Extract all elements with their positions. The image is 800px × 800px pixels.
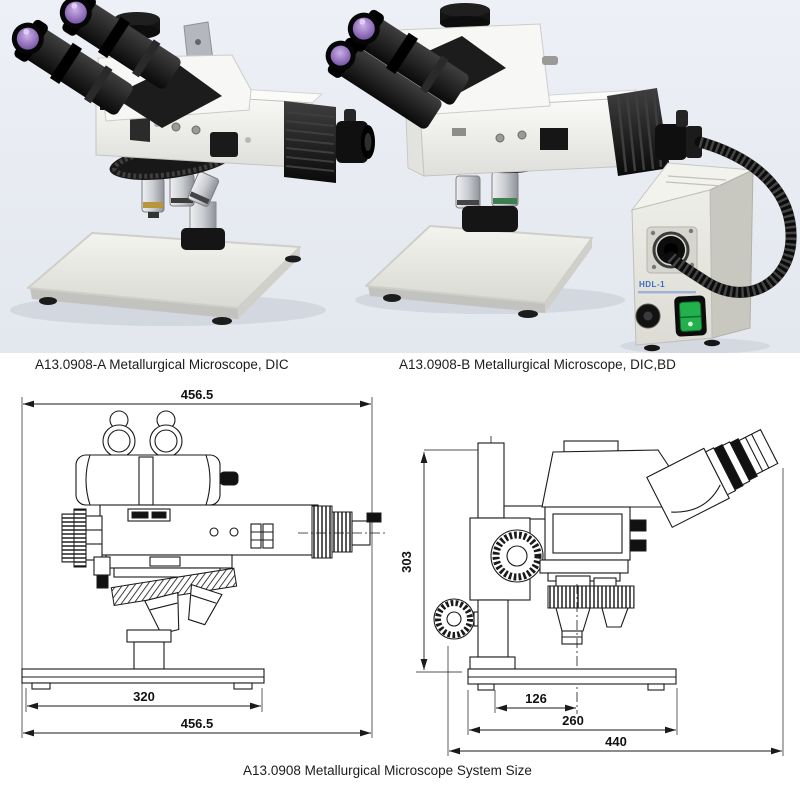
carry-handle — [563, 440, 619, 453]
base-plate — [27, 232, 301, 325]
microscope-b-photo — [325, 3, 702, 318]
svg-text:126: 126 — [525, 691, 547, 706]
front-view-drawing: 456.5 320 456.5 — [21, 387, 386, 738]
photo-port-cap — [440, 3, 490, 17]
column-collar — [181, 228, 225, 250]
intensity-knob[interactable] — [635, 303, 661, 329]
fiber-adapter — [686, 126, 702, 158]
product-photos: HDL-1 — [0, 0, 800, 354]
base-plate — [365, 225, 593, 318]
dim-front-top-width: 456.5 — [23, 387, 371, 408]
eyepiece-front — [347, 9, 469, 105]
dim-front-overall-width: 456.5 — [23, 716, 371, 737]
svg-text:260: 260 — [562, 713, 584, 728]
head-knob — [219, 471, 239, 486]
eyepiece-lens — [16, 27, 39, 50]
illuminator-model-label: HDL-1 — [639, 280, 665, 289]
power-switch[interactable] — [674, 295, 707, 337]
illuminator-fine-print — [638, 291, 696, 294]
gooseneck-cable — [665, 136, 797, 298]
svg-text:456.5: 456.5 — [181, 387, 214, 402]
eyepiece-lens — [352, 17, 375, 40]
caption-system-size: A13.0908 Metallurgical Microscope System… — [243, 763, 532, 778]
product-photo-montage: HDL-1 — [0, 0, 800, 354]
svg-text:303: 303 — [399, 551, 414, 573]
caption-row: A13.0908-A Metallurgical Microscope, DIC… — [0, 353, 800, 385]
vent-slots — [665, 175, 727, 187]
eyepiece-rear — [59, 0, 181, 89]
dim-side-stage-depth: 126 — [496, 691, 576, 712]
caption-model-b: A13.0908-B Metallurgical Microscope, DIC… — [399, 357, 676, 372]
svg-text:320: 320 — [133, 689, 155, 704]
lamp-housing — [607, 88, 702, 176]
svg-text:440: 440 — [605, 734, 627, 749]
side-view-drawing: 303 — [399, 428, 784, 756]
focus-collar — [462, 206, 518, 232]
side-view-microscope — [433, 428, 779, 714]
box-side — [709, 169, 754, 339]
svg-text:456.5: 456.5 — [181, 716, 214, 731]
dim-front-base-width: 320 — [27, 689, 261, 710]
eyepiece-tube — [646, 428, 779, 529]
system-size-diagram: 456.5 320 456.5 — [21, 387, 784, 756]
dim-side-overall-depth: 440 — [449, 734, 782, 755]
eyepiece-lens — [64, 1, 87, 24]
eyepiece-front — [11, 19, 133, 115]
caption-model-a: A13.0908-A Metallurgical Microscope, DIC — [35, 357, 289, 372]
dim-side-height: 303 — [399, 452, 428, 670]
dimension-drawings: 456.5 320 456.5 — [0, 385, 800, 765]
dim-side-base-depth: 260 — [469, 713, 676, 734]
front-view-microscope — [21, 410, 386, 690]
eyepiece-rear — [325, 37, 442, 129]
microscope-a-photo — [10, 0, 375, 326]
binocular-bridge — [112, 64, 222, 128]
eyepiece-lens — [330, 45, 351, 66]
lamp-housing — [284, 101, 375, 183]
